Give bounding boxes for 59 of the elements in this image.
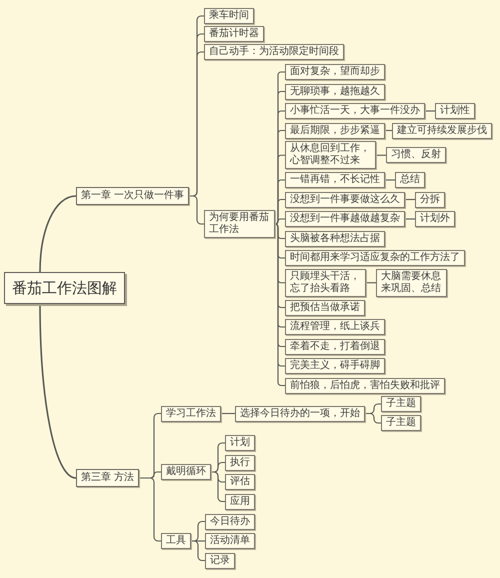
subtopic: 一错再错，不长记性 — [285, 172, 385, 188]
connector-line — [39, 195, 76, 272]
connector-line — [39, 304, 76, 479]
subtopic: 没想到一件事要做这么久 — [285, 192, 405, 208]
subtopic: 从休息回到工作，心智调整不过来 — [285, 141, 376, 170]
subtopic: 子主题 — [381, 396, 421, 412]
connector-line — [189, 195, 204, 225]
subtopic: 应用 — [225, 494, 255, 510]
main-topic: 第一章 一次只做一件事 — [76, 187, 190, 205]
subtopic: 戴明循环 — [161, 464, 211, 480]
subtopic: 牵着不走，打着倒退 — [285, 338, 385, 354]
subtopic: 大脑需要休息来巩固、总结 — [376, 268, 447, 297]
subtopic: 工具 — [161, 533, 191, 549]
subtopic: 最后期限，步步紧逼 — [285, 122, 385, 138]
connector-line — [385, 179, 395, 181]
subtopic: 记录 — [205, 552, 235, 568]
subtopic: 子主题 — [381, 415, 421, 431]
connector-line — [221, 412, 235, 414]
subtopic: 前怕狼，后怕虎，害怕失败和批评 — [285, 378, 445, 394]
subtopic: 面对复杂，望而却步 — [285, 64, 385, 80]
subtopic: 小事忙活一天，大事一件没办 — [285, 103, 425, 119]
subtopic: 时间都用来学习适应复杂的工作方法了 — [285, 250, 465, 266]
subtopic: 计划 — [225, 435, 255, 451]
connector-line — [274, 218, 285, 225]
connector-line — [376, 154, 386, 156]
subtopic: 自己动手：为活动限定时间段 — [204, 44, 344, 60]
subtopic: 建立可持续发展步伐 — [392, 122, 492, 138]
subtopic: 番茄计时器 — [204, 26, 264, 42]
subtopic: 为何要用番茄工作法 — [204, 210, 275, 238]
subtopic: 总结 — [395, 172, 425, 188]
subtopic: 头脑被各种想法占据 — [285, 230, 385, 246]
subtopic: 活动清单 — [205, 533, 255, 549]
subtopic: 选择今日待办的一项，开始 — [235, 406, 365, 422]
subtopic: 把预估当做承诺 — [285, 300, 365, 316]
subtopic: 执行 — [225, 454, 255, 470]
subtopic: 计划性 — [435, 103, 475, 119]
connector-line — [274, 198, 285, 225]
subtopic: 今日待办 — [205, 514, 255, 530]
connector-line — [191, 540, 205, 562]
connector-line — [366, 282, 376, 284]
subtopic: 只顾埋头干活，忘了抬头看路 — [285, 268, 366, 297]
subtopic: 学习工作法 — [161, 406, 221, 422]
connector-line — [139, 477, 161, 542]
connector-line — [211, 471, 225, 502]
main-topic: 第三章 方法 — [76, 469, 140, 487]
central-topic: 番茄工作法图解 — [4, 272, 125, 304]
connector-line — [425, 110, 435, 112]
subtopic: 流程管理，纸上谈兵 — [285, 319, 385, 335]
subtopic: 完美主义，碍手碍脚 — [285, 358, 385, 374]
subtopic: 乘车时间 — [204, 8, 254, 24]
subtopic: 计划外 — [415, 211, 455, 227]
connector-line — [405, 198, 415, 200]
subtopic: 无聊琐事，越拖越久 — [285, 84, 385, 100]
subtopic: 没想到一件事越做越复杂 — [285, 211, 405, 227]
connector-line — [365, 412, 381, 424]
subtopic: 评估 — [225, 474, 255, 490]
subtopic: 习惯、反射 — [386, 147, 446, 164]
subtopic: 分拆 — [415, 192, 445, 208]
connector-line — [405, 218, 415, 220]
